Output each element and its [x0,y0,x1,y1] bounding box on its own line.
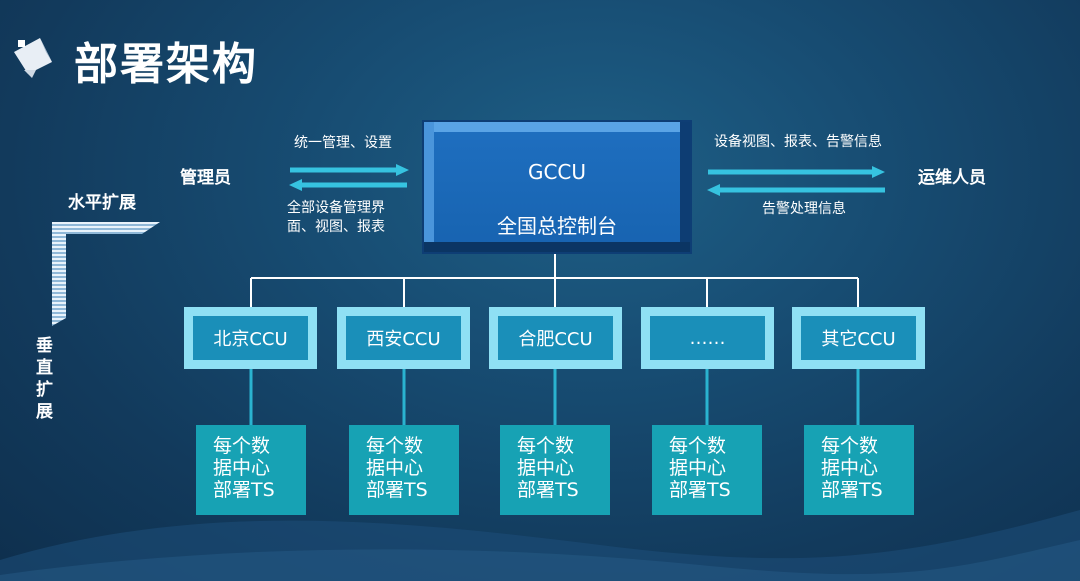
ts-line: 据中心 [821,457,879,479]
ts-line: 部署TS [213,479,275,501]
ccu-box-beijing: 北京CCU [184,307,317,369]
vertical-label: 垂 直 扩 展 [36,335,53,423]
arrow-head-icon [396,164,409,176]
ts-line: 每个数 [213,435,271,457]
ts-box-xian: 每个数 据中心 部署TS [349,425,459,515]
ts-line: 每个数 [821,435,879,457]
ts-line: 据中心 [517,457,575,479]
ts-line: 部署TS [517,479,579,501]
ts-line: 每个数 [669,435,727,457]
ts-line: 部署TS [821,479,883,501]
arrow-head-icon [707,184,720,196]
left-top-arrow-label: 统一管理、设置 [294,135,392,151]
label-line: 全部设备管理界 [287,200,385,216]
page-title: 部署架构 [74,39,258,90]
ccu-box-hefei: 合肥CCU [489,307,622,369]
ts-box-other: 每个数 据中心 部署TS [804,425,914,515]
ts-line: 每个数 [517,435,575,457]
ts-line: 部署TS [669,479,731,501]
ts-box-beijing: 每个数 据中心 部署TS [196,425,306,515]
admin-label: 管理员 [180,168,231,188]
expansion-arrow-icon [52,222,160,326]
right-top-arrow-label: 设备视图、报表、告警信息 [714,134,882,150]
ts-line: 据中心 [213,457,271,479]
ts-line: 据中心 [669,457,727,479]
vertical-char: 展 [36,402,53,422]
right-bottom-arrow-label: 告警处理信息 [762,201,846,217]
label-line: 面、视图、报表 [287,219,385,235]
vertical-char: 直 [36,358,53,378]
ts-line: 部署TS [366,479,428,501]
ccu-label: 合肥CCU [498,316,613,360]
gccu-box: GCCU 全国总控制台 [422,120,692,254]
left-bottom-arrow-label: 全部设备管理界 面、视图、报表 [287,199,385,237]
ccu-label: …… [650,316,765,360]
ccu-box-xian: 西安CCU [337,307,470,369]
arrow-head-icon [872,166,885,178]
vertical-char: 扩 [36,380,53,400]
ts-line: 每个数 [366,435,424,457]
ts-box-more: 每个数 据中心 部署TS [652,425,762,515]
ccu-box-more: …… [641,307,774,369]
ops-label: 运维人员 [918,168,986,188]
ccu-label: 西安CCU [346,316,461,360]
ccu-box-other: 其它CCU [792,307,925,369]
ts-box-hefei: 每个数 据中心 部署TS [500,425,610,515]
rocket-icon [14,38,52,78]
gccu-subtitle: 全国总控制台 [497,214,617,238]
ts-line: 据中心 [366,457,424,479]
ccu-label: 北京CCU [193,316,308,360]
gccu-name: GCCU [527,160,587,184]
arrow-head-icon [289,179,302,191]
ccu-label: 其它CCU [801,316,916,360]
vertical-char: 垂 [36,336,53,356]
horizontal-label: 水平扩展 [68,193,136,213]
